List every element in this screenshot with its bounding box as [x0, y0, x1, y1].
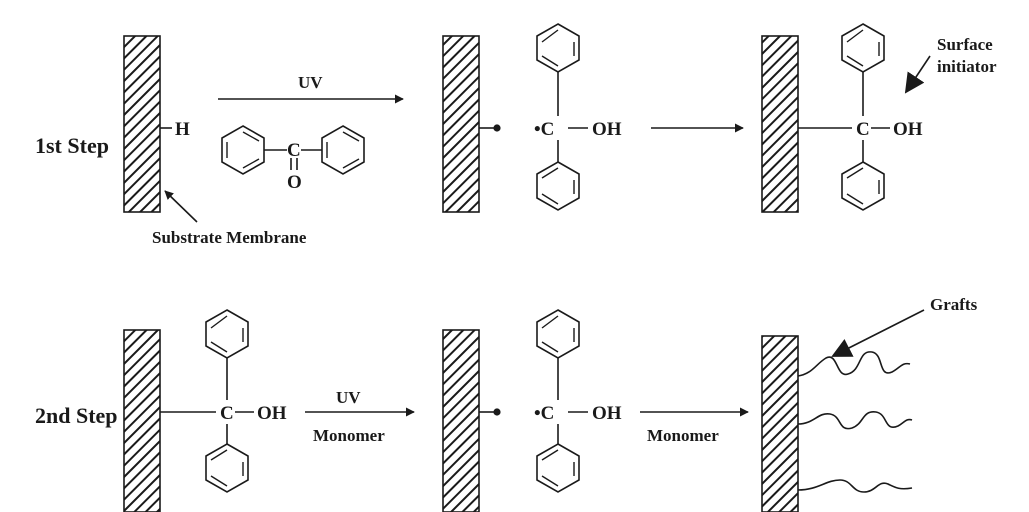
substrate-membrane-2 — [442, 35, 480, 213]
ketyl-radical-2: •C OH — [534, 309, 622, 493]
surface-initiator-label-line2: initiator — [937, 57, 997, 76]
radical-carbon-2: •C — [534, 403, 554, 424]
grafts-arrow — [831, 309, 925, 357]
initiator-carbon-2: C — [220, 403, 234, 424]
uv-label-2: UV — [336, 388, 361, 407]
graft-chain-3 — [797, 479, 913, 493]
uv-label-1: UV — [298, 73, 323, 92]
hydroxyl-1: OH — [592, 119, 622, 140]
substrate-membrane-3 — [761, 35, 799, 213]
surface-initiator-arrow — [904, 55, 931, 94]
monomer-label-2: Monomer — [647, 426, 719, 445]
substrate-membrane-4 — [123, 329, 161, 512]
substrate-membrane-5 — [442, 329, 480, 512]
surface-initiator-molecule: C OH — [841, 23, 923, 211]
initiator-hydroxyl-2: OH — [257, 403, 287, 424]
substrate-membrane-label: Substrate Membrane — [152, 228, 307, 247]
hydroxyl-2: OH — [592, 403, 622, 424]
surface-initiator-molecule-2: C OH — [205, 309, 287, 493]
carbonyl-carbon: C — [287, 140, 301, 161]
substrate-pointer-arrow — [164, 190, 198, 223]
monomer-label-1: Monomer — [313, 426, 385, 445]
membrane-radical-dot — [493, 124, 501, 132]
step-2-label: 2nd Step — [35, 403, 118, 428]
initiator-hydroxyl: OH — [893, 119, 923, 140]
membrane-radical-dot-2 — [493, 408, 501, 416]
surface-initiator-label-line1: Surface — [937, 35, 993, 54]
ketyl-radical-1: •C OH — [534, 23, 622, 211]
step-1-label: 1st Step — [35, 133, 109, 158]
substrate-membrane-1 — [123, 35, 161, 213]
graft-chain-1 — [797, 351, 911, 377]
benzophenone-molecule: C O — [221, 125, 365, 193]
graft-chain-2 — [797, 411, 913, 430]
grafts-label: Grafts — [930, 295, 978, 314]
hydrogen-atom: H — [175, 119, 190, 140]
carbonyl-oxygen: O — [287, 172, 302, 193]
initiator-carbon: C — [856, 119, 870, 140]
radical-carbon-1: •C — [534, 119, 554, 140]
substrate-membrane-6 — [761, 335, 799, 512]
